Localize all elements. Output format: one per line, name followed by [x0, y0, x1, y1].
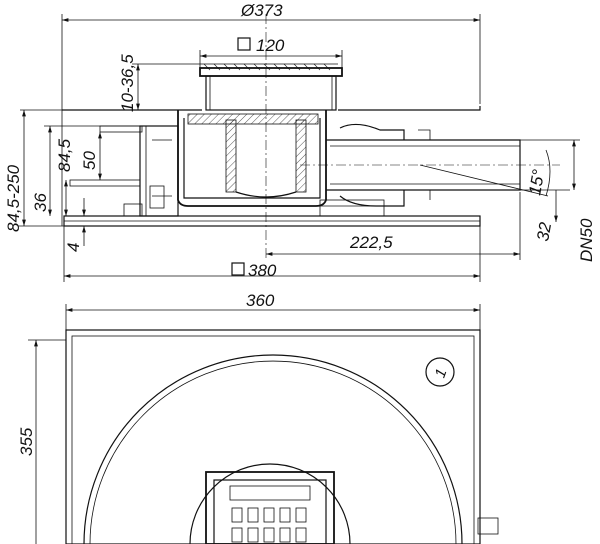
drain-body	[177, 110, 327, 207]
extension-tube	[205, 75, 337, 111]
plan-view: 360 1 355	[17, 291, 499, 544]
trap-wall-left	[225, 119, 237, 193]
dim-outlet-dn: DN50	[577, 218, 596, 262]
left-flange	[139, 125, 179, 217]
dim-grate-square: 120	[256, 36, 285, 55]
dim-total-height: 84,5-250	[4, 164, 23, 232]
trap-wall-right	[295, 119, 307, 193]
membrane-circle	[83, 354, 463, 544]
plan-plate	[65, 329, 481, 544]
dim-frame-adjust: 10-36,5	[118, 54, 137, 112]
square-symbol-380	[231, 262, 245, 276]
dim-outlet-angle: 15°	[525, 168, 548, 197]
dim-outlet-axis-height: 36	[31, 193, 50, 212]
dim-outer-diameter: Ø373	[240, 1, 283, 20]
grate-frame	[199, 67, 343, 77]
square-symbol-120	[237, 37, 251, 51]
part-callout	[425, 357, 455, 387]
trap-ring	[187, 113, 319, 125]
dim-outlet-height: 32	[533, 220, 555, 242]
dim-plan-depth: 355	[17, 427, 36, 456]
plan-grate-frame	[205, 471, 335, 544]
section-view: Ø373 120 10-36,5 84,5-250 84,5 50 36 4	[4, 1, 596, 282]
dim-plate-square: 380	[248, 261, 277, 280]
dim-water-seal: 50	[80, 151, 99, 170]
dim-plan-width: 360	[246, 291, 275, 310]
dim-base-thickness: 4	[64, 243, 83, 252]
dim-body-height: 84,5	[55, 138, 74, 172]
dim-outlet-offset: 222,5	[349, 233, 393, 252]
